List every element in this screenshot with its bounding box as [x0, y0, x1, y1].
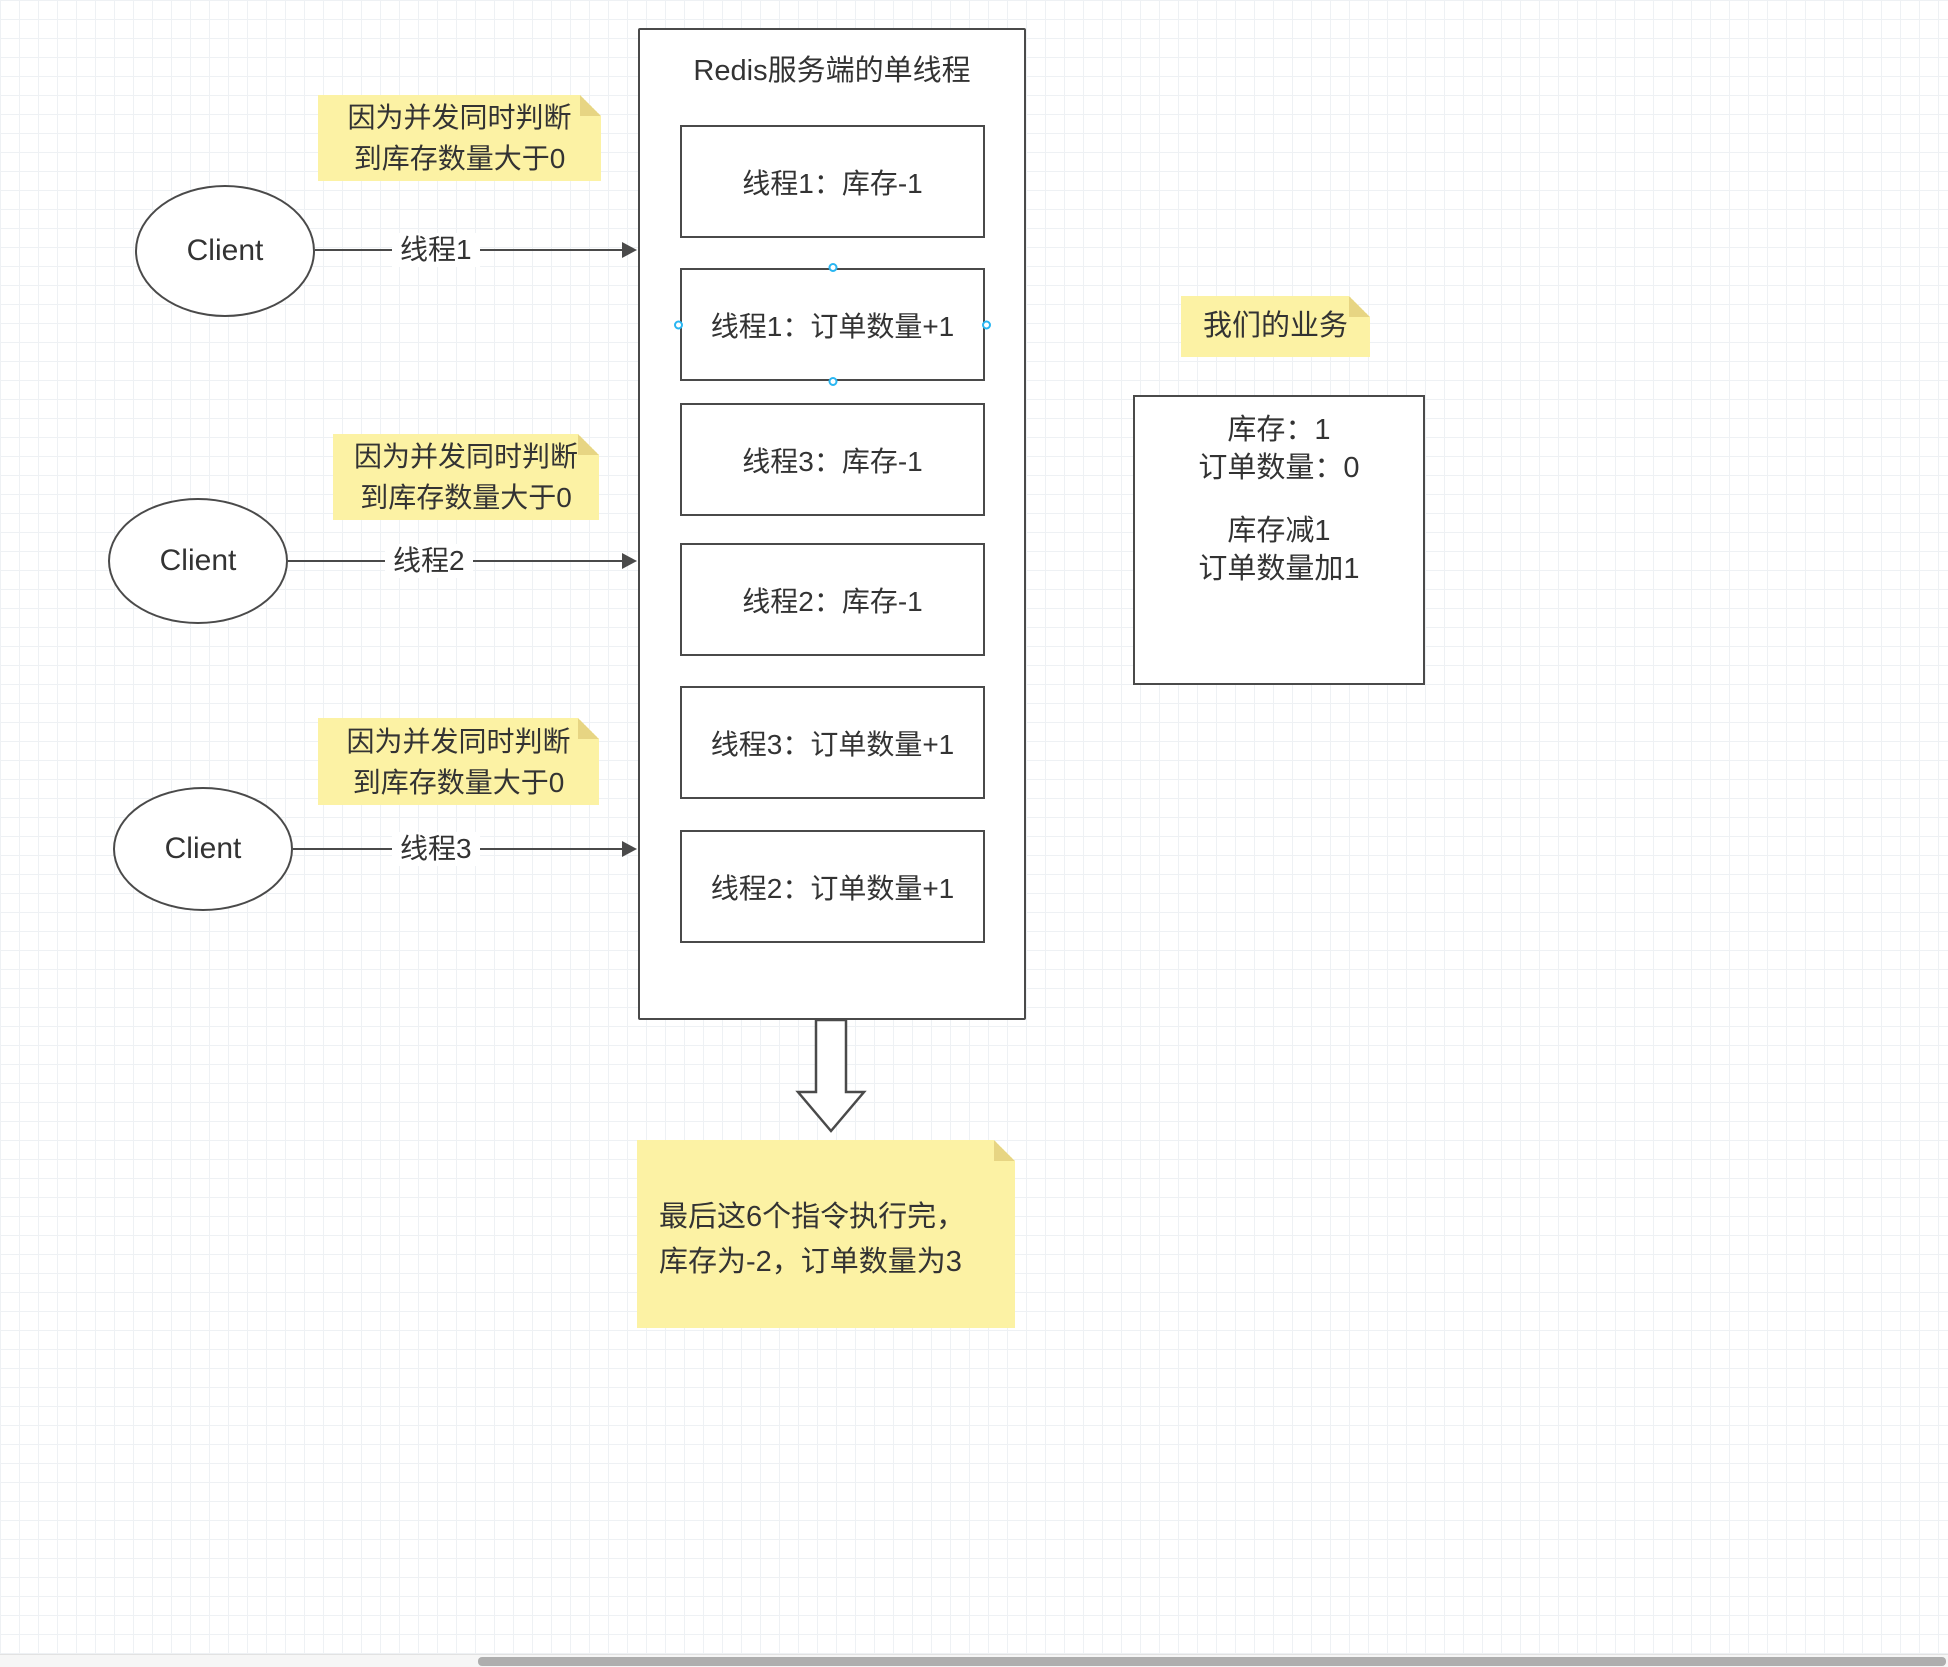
- thread-step-box[interactable]: 线程3：库存-1: [680, 403, 985, 516]
- down-arrow-icon: [795, 1018, 867, 1133]
- thread-step-box-selected[interactable]: 线程1：订单数量+1: [674, 263, 991, 386]
- client-node[interactable]: Client: [135, 185, 315, 317]
- business-line: 库存减1: [1227, 515, 1331, 547]
- horizontal-scrollbar-thumb[interactable]: [478, 1657, 1946, 1666]
- client-label: Client: [164, 832, 242, 865]
- thread-step-label: 线程3：库存-1: [742, 445, 923, 477]
- horizontal-scrollbar[interactable]: [0, 1654, 1948, 1667]
- client-node[interactable]: Client: [108, 498, 288, 624]
- thread-step-label: 线程2：库存-1: [742, 585, 923, 617]
- note-line: 到库存数量大于0: [353, 143, 566, 174]
- redis-server-container[interactable]: Redis服务端的单线程 线程1：库存-1 线程1：订单数量+1 线程3：库存-…: [638, 28, 1026, 1020]
- note-line: 到库存数量大于0: [352, 766, 565, 798]
- business-line: 订单数量加1: [1198, 553, 1360, 585]
- business-rules-box[interactable]: 库存：1 订单数量：0 库存减1 订单数量加1: [1133, 395, 1425, 685]
- thread-step-label: 线程1：库存-1: [742, 167, 923, 199]
- note-line: 因为并发同时判断: [347, 102, 572, 133]
- thread-step-box[interactable]: 线程2：库存-1: [680, 543, 985, 656]
- result-line: 最后这6个指令执行完，: [659, 1201, 966, 1233]
- connector-thread-3[interactable]: 线程3: [293, 832, 637, 866]
- business-note-label: 我们的业务: [1202, 310, 1348, 342]
- client-node[interactable]: Client: [113, 787, 293, 911]
- connector-label: 线程3: [392, 832, 480, 866]
- thread-step-label: 线程2：订单数量+1: [710, 872, 955, 904]
- arrowhead-icon: [622, 841, 637, 857]
- client-label: Client: [186, 234, 264, 267]
- business-note[interactable]: 我们的业务: [1181, 296, 1370, 357]
- selection-handle[interactable]: [674, 320, 683, 329]
- client-label: Client: [159, 544, 237, 577]
- connector-label: 线程2: [385, 544, 473, 578]
- thread-step-label: 线程1：订单数量+1: [710, 310, 955, 342]
- concurrency-note[interactable]: 因为并发同时判断 到库存数量大于0: [318, 718, 599, 805]
- selection-handle[interactable]: [828, 377, 837, 386]
- thread-step-box[interactable]: 线程1：库存-1: [680, 125, 985, 238]
- down-arrow[interactable]: [791, 1018, 871, 1135]
- thread-step-box[interactable]: 线程3：订单数量+1: [680, 686, 985, 799]
- connector-thread-1[interactable]: 线程1: [315, 233, 637, 267]
- result-line: 库存为-2，订单数量为3: [659, 1246, 962, 1278]
- note-line: 因为并发同时判断: [346, 725, 571, 757]
- arrowhead-icon: [622, 553, 637, 569]
- selection-handle[interactable]: [982, 320, 991, 329]
- selection-handle[interactable]: [828, 263, 837, 272]
- concurrency-note[interactable]: 因为并发同时判断 到库存数量大于0: [318, 95, 601, 181]
- note-line: 到库存数量大于0: [360, 482, 572, 513]
- note-line: 因为并发同时判断: [353, 441, 578, 472]
- business-line: 库存：1: [1227, 414, 1331, 446]
- thread-step-box[interactable]: 线程2：订单数量+1: [680, 830, 985, 943]
- server-title: Redis服务端的单线程: [693, 55, 971, 87]
- result-note[interactable]: 最后这6个指令执行完， 库存为-2，订单数量为3: [637, 1140, 1015, 1328]
- connector-thread-2[interactable]: 线程2: [288, 544, 637, 578]
- business-line: 订单数量：0: [1198, 452, 1360, 484]
- connector-label: 线程1: [392, 233, 480, 267]
- concurrency-note[interactable]: 因为并发同时判断 到库存数量大于0: [333, 434, 599, 520]
- thread-step-label: 线程3：订单数量+1: [710, 728, 955, 760]
- arrowhead-icon: [622, 242, 637, 258]
